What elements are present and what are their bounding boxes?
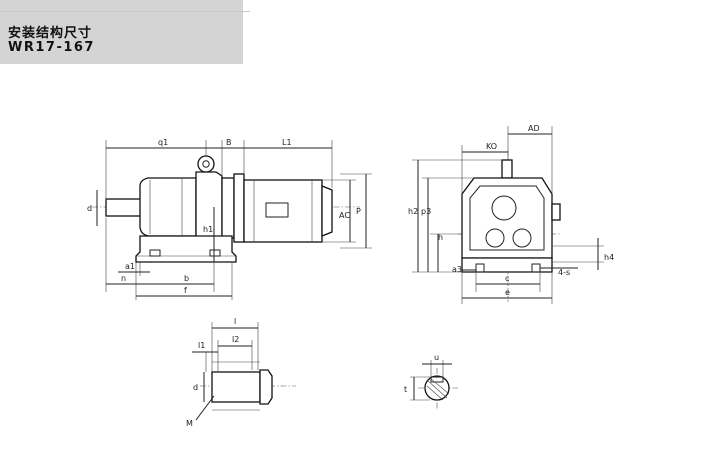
- label-ad: AD: [528, 124, 540, 133]
- shaft-section: u t: [404, 353, 458, 410]
- label-a1: a1: [125, 262, 135, 271]
- label-l1: l1: [198, 341, 205, 350]
- label-t: t: [404, 385, 407, 394]
- label-m: M: [186, 419, 193, 428]
- side-view: q1 B L1 d h1 AC P a1 n b f: [87, 138, 372, 300]
- gear-housing: [139, 177, 197, 237]
- label-u: u: [434, 353, 439, 362]
- lower-bore-right: [512, 228, 532, 248]
- adapter-flange: [221, 177, 235, 239]
- keyway: [430, 376, 444, 383]
- label-d: d: [87, 204, 92, 213]
- label-ac: AC: [339, 211, 350, 220]
- label-q1: q1: [158, 138, 168, 147]
- label-h: h: [438, 233, 443, 242]
- side-boss: [551, 203, 561, 221]
- label-p3: p3: [421, 207, 431, 216]
- label-h1: h1: [203, 225, 213, 234]
- label-4s: 4-s: [558, 268, 570, 277]
- shaft-shoulder: [259, 369, 273, 405]
- label-b-top: B: [226, 138, 232, 147]
- label-c: c: [505, 274, 509, 283]
- label-e: e: [505, 288, 510, 297]
- lifting-eye: [197, 155, 215, 173]
- top-rule: [0, 11, 250, 12]
- label-h2: h2: [408, 207, 418, 216]
- lower-bore-left: [485, 228, 505, 248]
- fan-cover: [321, 185, 333, 237]
- label-l2: l2: [232, 335, 239, 344]
- label-n: n: [121, 274, 126, 283]
- shaft-detail: l l2 l1 d M: [186, 317, 296, 428]
- label-p: P: [356, 207, 361, 216]
- label-l: l: [234, 317, 236, 326]
- label-shaft-d: d: [193, 383, 198, 392]
- title-chinese: 安装结构尺寸: [8, 26, 93, 41]
- label-f: f: [184, 286, 187, 295]
- label-b: b: [184, 274, 189, 283]
- model-number: WR17-167: [8, 40, 95, 55]
- output-shaft: [105, 198, 143, 217]
- motor-body: [243, 179, 323, 243]
- label-ko: KO: [486, 142, 497, 151]
- motor-nameplate: [265, 202, 289, 218]
- shaft-end: [211, 371, 261, 403]
- title-panel: 安装结构尺寸 WR17-167: [0, 0, 243, 64]
- mounting-foot: [135, 235, 237, 263]
- label-l1: L1: [282, 138, 292, 147]
- upper-bore: [491, 195, 517, 221]
- leader-m: [195, 395, 215, 421]
- terminal-box: [501, 159, 513, 179]
- label-a3: a3: [452, 265, 462, 274]
- label-h4: h4: [604, 253, 614, 262]
- end-view: AD KO h2 p3 h a3 c e 4-s h4: [408, 124, 614, 304]
- motor-flange: [233, 173, 245, 243]
